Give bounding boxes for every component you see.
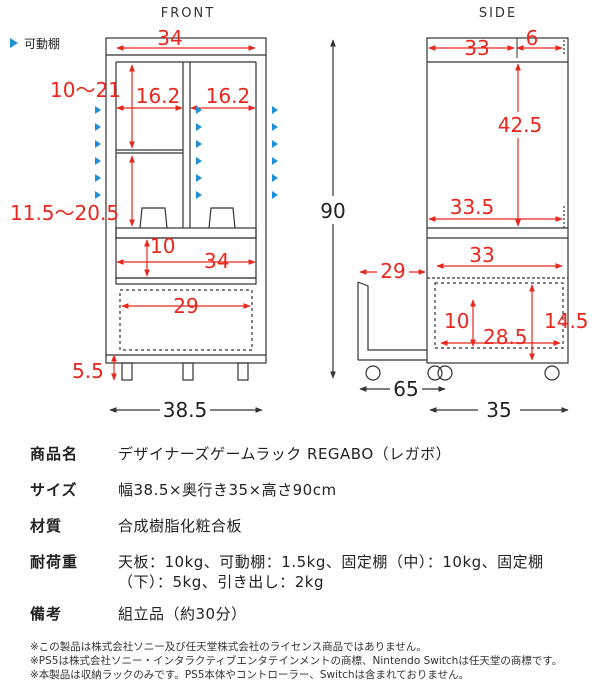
front-lower-shelf-right: 34: [204, 249, 229, 273]
front-shelf-range-upper: 10〜21: [50, 78, 121, 102]
side-total-dims: [359, 386, 569, 413]
spec-value: デザイナーズゲームラック REGABO（レガボ）: [118, 445, 452, 463]
spec-label: 材質: [30, 517, 63, 535]
front-inner-right: 16.2: [206, 84, 251, 108]
front-foot-height: 5.5: [72, 359, 104, 383]
side-drawer-out: 29: [380, 259, 405, 283]
spec-value: 幅38.5×奥行き35×高さ90cm: [118, 481, 337, 499]
side-view: [357, 37, 569, 381]
side-drawer-total: 14.5: [544, 309, 589, 333]
side-drawer-inner: 28.5: [483, 325, 528, 349]
spec-value: 合成樹脂化粧合板: [118, 517, 243, 535]
spec-label: 耐荷重: [30, 553, 79, 571]
front-top-width: 34: [157, 26, 182, 50]
spec-label: 備考: [30, 605, 63, 623]
play-triangle-icon: [10, 38, 18, 48]
disclaimer-line: ※この製品は株式会社ソニー及び任天堂株式会社のライセンス商品ではありません。: [30, 641, 427, 653]
front-dim-lines: [111, 45, 256, 381]
side-total-depth: 35: [486, 398, 511, 422]
side-top-depth: 33: [464, 36, 489, 60]
product-dimension-diagram: FRONT SIDE 可動棚 34: [10, 6, 589, 422]
front-total-width: 38.5: [163, 398, 208, 422]
disclaimer-notes: ※この製品は株式会社ソニー及び任天堂株式会社のライセンス商品ではありません。 ※…: [30, 640, 590, 682]
side-dim-lines: [359, 38, 563, 361]
front-total-height: 90: [320, 199, 345, 223]
side-drawer-height: 10: [444, 309, 469, 333]
spec-label: サイズ: [30, 481, 78, 499]
front-inner-left: 16.2: [136, 84, 181, 108]
spec-value: 天板：10kg、可動棚：1.5kg、固定棚（中）：10kg、固定棚（下）：5kg…: [118, 553, 544, 591]
movable-shelf-markers: [95, 106, 278, 199]
spec-value: 組立品（約30分）: [118, 605, 247, 623]
front-drawer-width: 29: [173, 294, 198, 318]
front-shelf-range-lower: 11.5〜20.5: [10, 201, 119, 225]
disclaimer-line: ※本製品は収納ラックのみです。PS5本体やコントローラー、Switchは含まれて…: [30, 669, 470, 681]
side-extended-depth: 65: [393, 377, 418, 401]
side-mid-depth: 33.5: [450, 195, 495, 219]
disclaimer-line: ※PS5は株式会社ソニー・インタラクティブエンタテインメントの商標、Ninten…: [30, 655, 563, 667]
side-view-label: SIDE: [479, 6, 517, 21]
spec-label: 商品名: [30, 445, 79, 463]
front-lower-shelf-left: 10: [150, 234, 175, 258]
side-top-small: 6: [526, 26, 539, 50]
front-view-label: FRONT: [161, 6, 215, 21]
legend-movable-shelf: 可動棚: [24, 36, 60, 51]
side-upper-height: 42.5: [498, 113, 543, 137]
side-lower-depth: 33: [469, 243, 494, 267]
